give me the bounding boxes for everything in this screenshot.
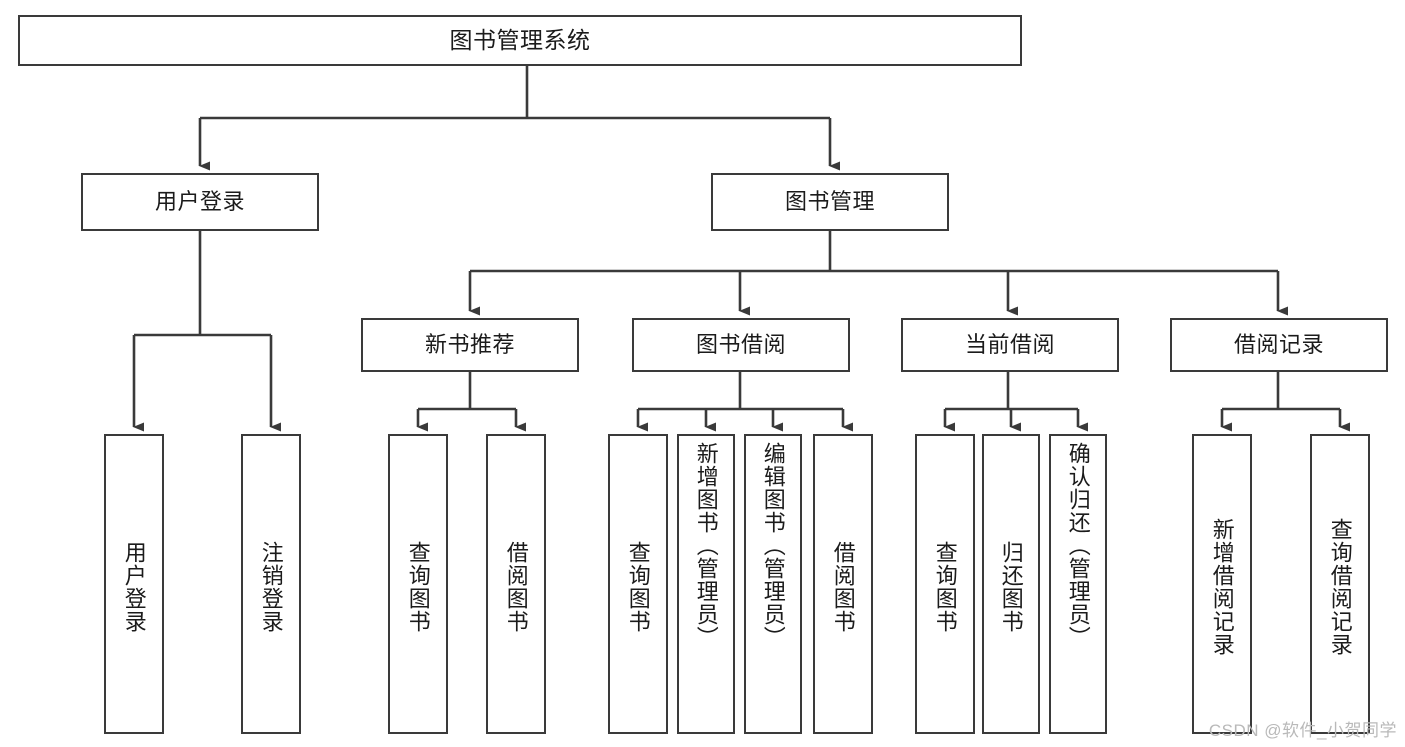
node-leaf-query-book-2[interactable]: 查询图书 xyxy=(608,434,668,734)
node-new-book-rec[interactable]: 新书推荐 xyxy=(361,318,579,372)
node-book-borrow[interactable]: 图书借阅 xyxy=(632,318,850,372)
node-book-borrow-label: 图书借阅 xyxy=(695,331,786,357)
node-new-book-rec-label: 新书推荐 xyxy=(424,331,515,357)
node-leaf-logout-label: 注销登录 xyxy=(258,541,284,633)
node-root-label: 图书管理系统 xyxy=(449,26,591,53)
node-leaf-add-book-label: 新增图书（管理员） xyxy=(693,442,719,649)
node-leaf-query-book-3[interactable]: 查询图书 xyxy=(915,434,975,734)
node-leaf-query-book-3-label: 查询图书 xyxy=(932,541,958,633)
node-leaf-confirm-return[interactable]: 确认归还（管理员） xyxy=(1049,434,1107,734)
node-leaf-query-record-label: 查询借阅记录 xyxy=(1327,518,1353,656)
node-leaf-confirm-return-label: 确认归还（管理员） xyxy=(1065,442,1091,649)
node-borrow-record[interactable]: 借阅记录 xyxy=(1170,318,1388,372)
node-current-borrow-label: 当前借阅 xyxy=(964,331,1055,357)
node-leaf-query-book-1-label: 查询图书 xyxy=(405,541,431,633)
node-leaf-add-book[interactable]: 新增图书（管理员） xyxy=(677,434,735,734)
node-current-borrow[interactable]: 当前借阅 xyxy=(901,318,1119,372)
node-leaf-user-login-label: 用户登录 xyxy=(121,541,147,633)
node-user-login[interactable]: 用户登录 xyxy=(81,173,319,231)
node-leaf-query-book-1[interactable]: 查询图书 xyxy=(388,434,448,734)
node-leaf-add-record-label: 新增借阅记录 xyxy=(1209,518,1235,656)
node-leaf-borrow-book-1[interactable]: 借阅图书 xyxy=(486,434,546,734)
node-book-manage-label: 图书管理 xyxy=(784,188,875,214)
node-leaf-borrow-book-1-label: 借阅图书 xyxy=(503,541,529,633)
node-borrow-record-label: 借阅记录 xyxy=(1233,331,1324,357)
node-leaf-edit-book[interactable]: 编辑图书（管理员） xyxy=(744,434,802,734)
node-leaf-return-book[interactable]: 归还图书 xyxy=(982,434,1040,734)
node-leaf-borrow-book-2-label: 借阅图书 xyxy=(830,541,856,633)
node-leaf-query-book-2-label: 查询图书 xyxy=(625,541,651,633)
node-leaf-return-book-label: 归还图书 xyxy=(998,541,1024,633)
node-root[interactable]: 图书管理系统 xyxy=(18,15,1022,66)
node-leaf-borrow-book-2[interactable]: 借阅图书 xyxy=(813,434,873,734)
node-book-manage[interactable]: 图书管理 xyxy=(711,173,949,231)
node-leaf-logout[interactable]: 注销登录 xyxy=(241,434,301,734)
node-user-login-label: 用户登录 xyxy=(154,188,245,214)
node-leaf-user-login[interactable]: 用户登录 xyxy=(104,434,164,734)
node-leaf-add-record[interactable]: 新增借阅记录 xyxy=(1192,434,1252,734)
watermark-text: CSDN @软件_小贺同学 xyxy=(1208,721,1397,740)
node-leaf-edit-book-label: 编辑图书（管理员） xyxy=(760,442,786,649)
node-leaf-query-record[interactable]: 查询借阅记录 xyxy=(1310,434,1370,734)
